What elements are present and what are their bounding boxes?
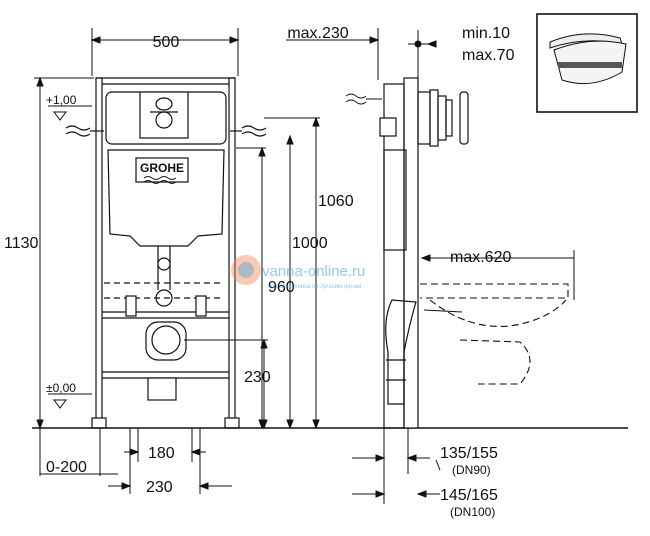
side-view (379, 77, 469, 429)
side-frame (403, 77, 419, 429)
watermark-text: vanna-online.ru (262, 263, 365, 280)
dim-145-165: 145/165 (440, 487, 498, 504)
dim-dn100: (DN100) (450, 505, 495, 519)
dim-230-vertical: 230 (244, 369, 271, 386)
dim-min-10: min.10 (462, 25, 510, 42)
dim-max-620: max.620 (450, 249, 511, 266)
dim-500: 500 (153, 34, 180, 51)
dim-max-230: max.230 (287, 25, 348, 42)
toilet-bowl-dashed (420, 283, 569, 385)
flush-plate-opening (139, 91, 189, 139)
watermark (231, 255, 261, 285)
level-plus-1: +1,00 (46, 93, 77, 107)
product-thumbnail (536, 13, 638, 113)
dim-max-70: max.70 (462, 47, 515, 64)
watermark-subtext: вся сантехника по лучшим ценам (268, 284, 361, 290)
dim-1060: 1060 (318, 193, 354, 210)
dim-dn90: (DN90) (452, 463, 491, 477)
brand-logo-text: GROHE (140, 161, 184, 175)
front-dimensions (34, 28, 320, 494)
front-view: GROHE (91, 77, 240, 429)
dim-0-200: 0-200 (46, 459, 87, 476)
dim-180: 180 (148, 445, 175, 462)
dim-1000: 1000 (292, 235, 328, 252)
dim-1130: 1130 (4, 235, 39, 252)
side-dimensions (286, 28, 575, 504)
level-zero: ±0,00 (46, 381, 76, 395)
dim-960: 960 (268, 279, 295, 296)
cistern-body (107, 149, 225, 247)
dim-135-155: 135/155 (440, 445, 498, 462)
dim-230-bottom: 230 (146, 479, 173, 496)
